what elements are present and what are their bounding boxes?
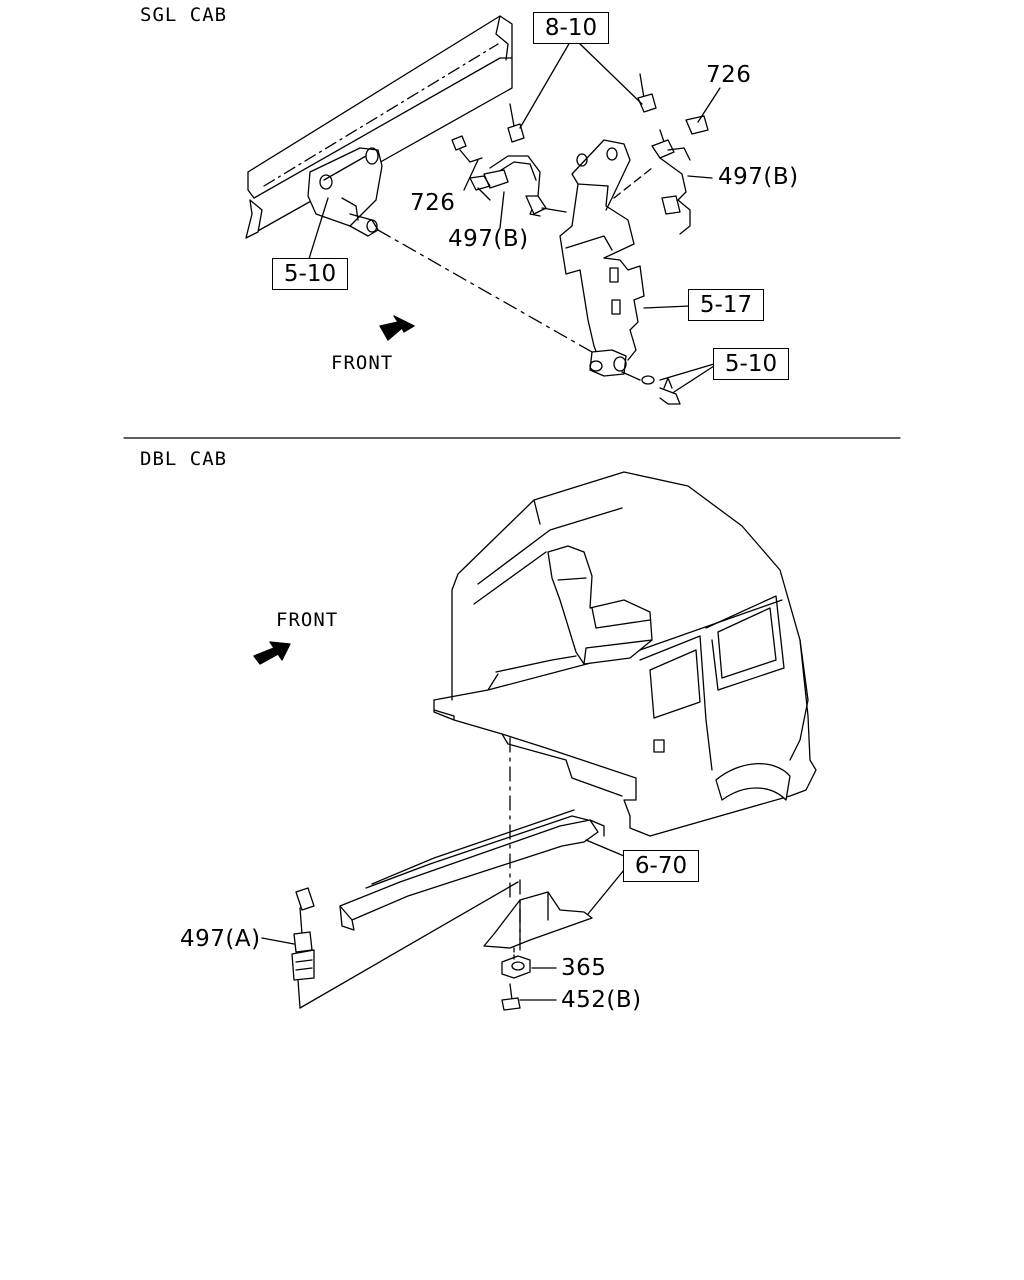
sensor-left-drawing [452, 136, 566, 216]
front-label-top: FRONT [331, 352, 394, 374]
part-497b-label-left: 497(B) [448, 226, 529, 252]
cab-drawing [434, 472, 816, 836]
support-bracket-drawing [340, 810, 604, 948]
ref-6-70-callout[interactable]: 6-70 [623, 850, 699, 882]
part-726-label-left: 726 [410, 190, 456, 216]
front-arrow-top [380, 316, 414, 340]
rod-assembly-drawing [560, 140, 652, 380]
sensor-497a-drawing [292, 882, 518, 1008]
part-365-label: 365 [561, 955, 607, 981]
part-497b-label-right: 497(B) [718, 164, 799, 190]
front-label-bottom: FRONT [276, 609, 339, 631]
bracket-drawing [308, 148, 382, 236]
connector-8-10-drawing [508, 74, 656, 142]
nut-bolt-drawing [502, 948, 530, 1010]
part-452b-label: 452(B) [561, 987, 642, 1013]
ref-8-10-callout[interactable]: 8-10 [533, 12, 609, 44]
part-497a-label: 497(A) [180, 926, 261, 952]
ref-5-10-callout-right[interactable]: 5-10 [713, 348, 789, 380]
frame-rail-drawing [246, 16, 512, 238]
ref-5-10-callout-left[interactable]: 5-10 [272, 258, 348, 290]
ref-5-17-callout[interactable]: 5-17 [688, 289, 764, 321]
sensor-right-drawing [652, 116, 708, 234]
section-title-sgl-cab: SGL CAB [140, 4, 228, 26]
front-arrow-bottom [254, 642, 290, 664]
section-title-dbl-cab: DBL CAB [140, 448, 228, 470]
part-726-label-right: 726 [706, 62, 752, 88]
